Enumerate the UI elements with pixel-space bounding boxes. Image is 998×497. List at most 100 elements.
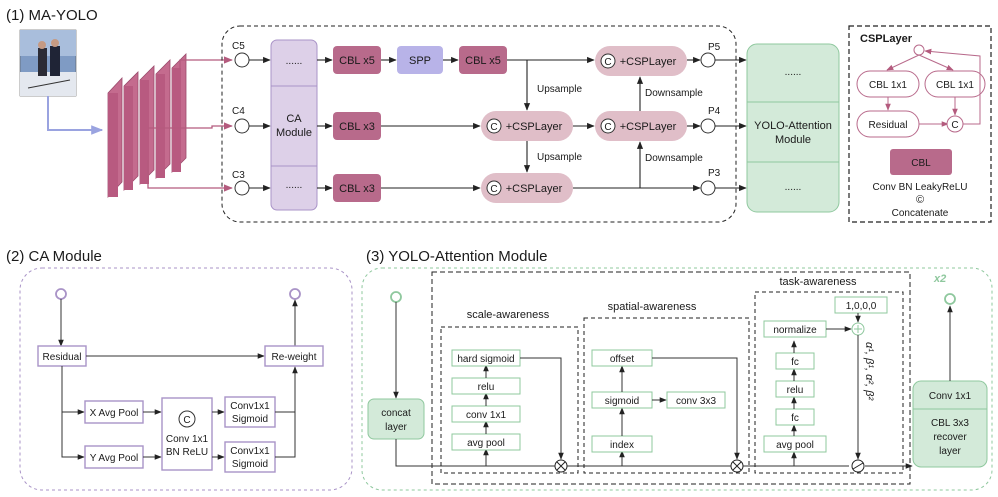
svg-text:C: C	[604, 122, 611, 133]
section-title-yolo-attention: (3) YOLO-Attention Module	[366, 248, 547, 265]
csp-block-mid-left: C +CSPLayer	[481, 111, 573, 141]
scale-awareness-frame	[440, 326, 579, 474]
task-avg-pool: avg pool	[763, 435, 827, 453]
ca-module-frame	[19, 267, 353, 491]
svg-text:Sigmoid: Sigmoid	[232, 414, 268, 425]
downsample-label-1: Downsample	[645, 88, 703, 99]
attention-output-node	[944, 293, 956, 305]
svg-text:recover: recover	[933, 432, 967, 443]
task-awareness-title: task-awareness	[779, 276, 857, 288]
spatial-index: index	[591, 435, 653, 453]
svg-text:CBL x5: CBL x5	[465, 55, 501, 67]
svg-text:hard sigmoid: hard sigmoid	[457, 354, 514, 365]
svg-text:C: C	[951, 120, 958, 131]
svg-text:CBL 3x3: CBL 3x3	[931, 418, 969, 429]
svg-text:P5: P5	[708, 42, 721, 53]
svg-text:C5: C5	[232, 41, 245, 52]
svg-text:relu: relu	[787, 385, 804, 396]
task-normalize: normalize	[763, 320, 827, 338]
svg-text:C: C	[604, 57, 611, 68]
svg-text:avg pool: avg pool	[467, 438, 505, 449]
svg-text:normalize: normalize	[773, 325, 817, 336]
svg-text:sigmoid: sigmoid	[605, 396, 639, 407]
task-add-icon	[851, 322, 865, 336]
svg-text:Conv BN LeakyReLU: Conv BN LeakyReLU	[872, 182, 967, 193]
backbone-feature-stack	[107, 53, 187, 199]
tap-c3: C3	[232, 170, 250, 196]
spatial-awareness-title: spatial-awareness	[608, 301, 697, 313]
spatial-offset: offset	[591, 349, 653, 367]
svg-text:C: C	[183, 415, 190, 426]
scale-avg-pool: avg pool	[451, 433, 521, 451]
svg-text:conv 1x1: conv 1x1	[466, 410, 506, 421]
svg-text:CBL 1x1: CBL 1x1	[936, 80, 974, 91]
svg-text:avg pool: avg pool	[776, 440, 814, 451]
spatial-conv-3x3: conv 3x3	[666, 391, 726, 409]
ca-residual-box: Residual	[37, 345, 87, 367]
svg-text:CA: CA	[286, 113, 302, 125]
svg-text:+CSPLayer: +CSPLayer	[620, 121, 677, 133]
svg-text:conv 3x3: conv 3x3	[676, 396, 716, 407]
spatial-multiply-icon	[730, 459, 744, 473]
output-p4: P4	[700, 106, 721, 134]
task-awareness-frame	[754, 291, 904, 474]
cbl-x3-block-bot: CBL x3	[333, 174, 381, 202]
repeat-label: x2	[933, 273, 946, 285]
output-p5: P5	[700, 42, 721, 68]
svg-text:Residual: Residual	[43, 352, 82, 363]
svg-text:C3: C3	[232, 170, 245, 181]
ca-sigmoid-box-b: Conv1x1 Sigmoid	[224, 441, 276, 473]
svg-text:+CSPLayer: +CSPLayer	[506, 121, 563, 133]
svg-text:Concatenate: Concatenate	[892, 208, 949, 219]
svg-text:relu: relu	[478, 382, 495, 393]
svg-text:YOLO-Attention: YOLO-Attention	[754, 120, 832, 132]
svg-text:layer: layer	[939, 446, 961, 457]
svg-text:......: ......	[286, 180, 303, 191]
svg-text:CBL: CBL	[911, 158, 931, 169]
spatial-awareness-frame	[583, 317, 750, 474]
svg-text:C: C	[490, 184, 497, 195]
svg-text:SPP: SPP	[409, 55, 431, 67]
attention-inner-frame	[431, 271, 911, 485]
svg-text:CBL 1x1: CBL 1x1	[869, 80, 907, 91]
downsample-label-2: Downsample	[645, 153, 703, 164]
svg-text:CSPLayer: CSPLayer	[860, 33, 913, 45]
scale-relu: relu	[451, 377, 521, 395]
ca-sigmoid-box-a: Conv1x1 Sigmoid	[224, 396, 276, 428]
svg-text:X Avg Pool: X Avg Pool	[90, 408, 139, 419]
svg-text:Module: Module	[775, 134, 811, 146]
csplayer-legend: CSPLayer CBL 1x1 CBL 1x1 Residual C CBL …	[848, 25, 992, 223]
svg-text:1,0,0,0: 1,0,0,0	[846, 301, 877, 312]
svg-text:fc: fc	[791, 357, 799, 368]
scale-multiply-icon	[554, 459, 568, 473]
concat-layer-box: concat layer	[367, 398, 425, 440]
svg-text:BN ReLU: BN ReLU	[166, 447, 208, 458]
svg-text:......: ......	[286, 56, 303, 67]
ca-reweight-box: Re-weight	[264, 345, 324, 367]
svg-text:Conv 1x1: Conv 1x1	[166, 434, 209, 445]
upsample-label-2: Upsample	[537, 152, 582, 163]
scale-conv-1x1: conv 1x1	[451, 405, 521, 423]
task-params-label: α¹, β¹, α², β²	[863, 342, 875, 400]
csp-block-mid-right: C +CSPLayer	[595, 111, 687, 141]
svg-text:CBL x3: CBL x3	[339, 121, 375, 133]
ca-y-avg-pool: Y Avg Pool	[84, 445, 144, 469]
svg-text:......: ......	[785, 182, 802, 193]
svg-text:©: ©	[916, 194, 924, 206]
csp-block-bot: C +CSPLayer	[481, 173, 573, 203]
svg-text:Y Avg Pool: Y Avg Pool	[90, 453, 139, 464]
task-const-box: 1,0,0,0	[834, 296, 888, 314]
input-arrow	[47, 96, 104, 135]
svg-text:fc: fc	[791, 413, 799, 424]
yolo-attention-block: ...... YOLO-Attention Module ......	[746, 43, 840, 213]
section-title-ca-module: (2) CA Module	[6, 248, 102, 265]
task-fc-lower: fc	[775, 408, 815, 426]
yolo-attention-frame	[361, 267, 993, 491]
svg-text:Conv 1x1: Conv 1x1	[929, 391, 972, 402]
upsample-label-1: Upsample	[537, 84, 582, 95]
ca-module-block: ...... CA Module ......	[270, 39, 318, 211]
svg-text:Sigmoid: Sigmoid	[232, 459, 268, 470]
task-relu: relu	[775, 380, 815, 398]
svg-text:Conv1x1: Conv1x1	[230, 401, 270, 412]
